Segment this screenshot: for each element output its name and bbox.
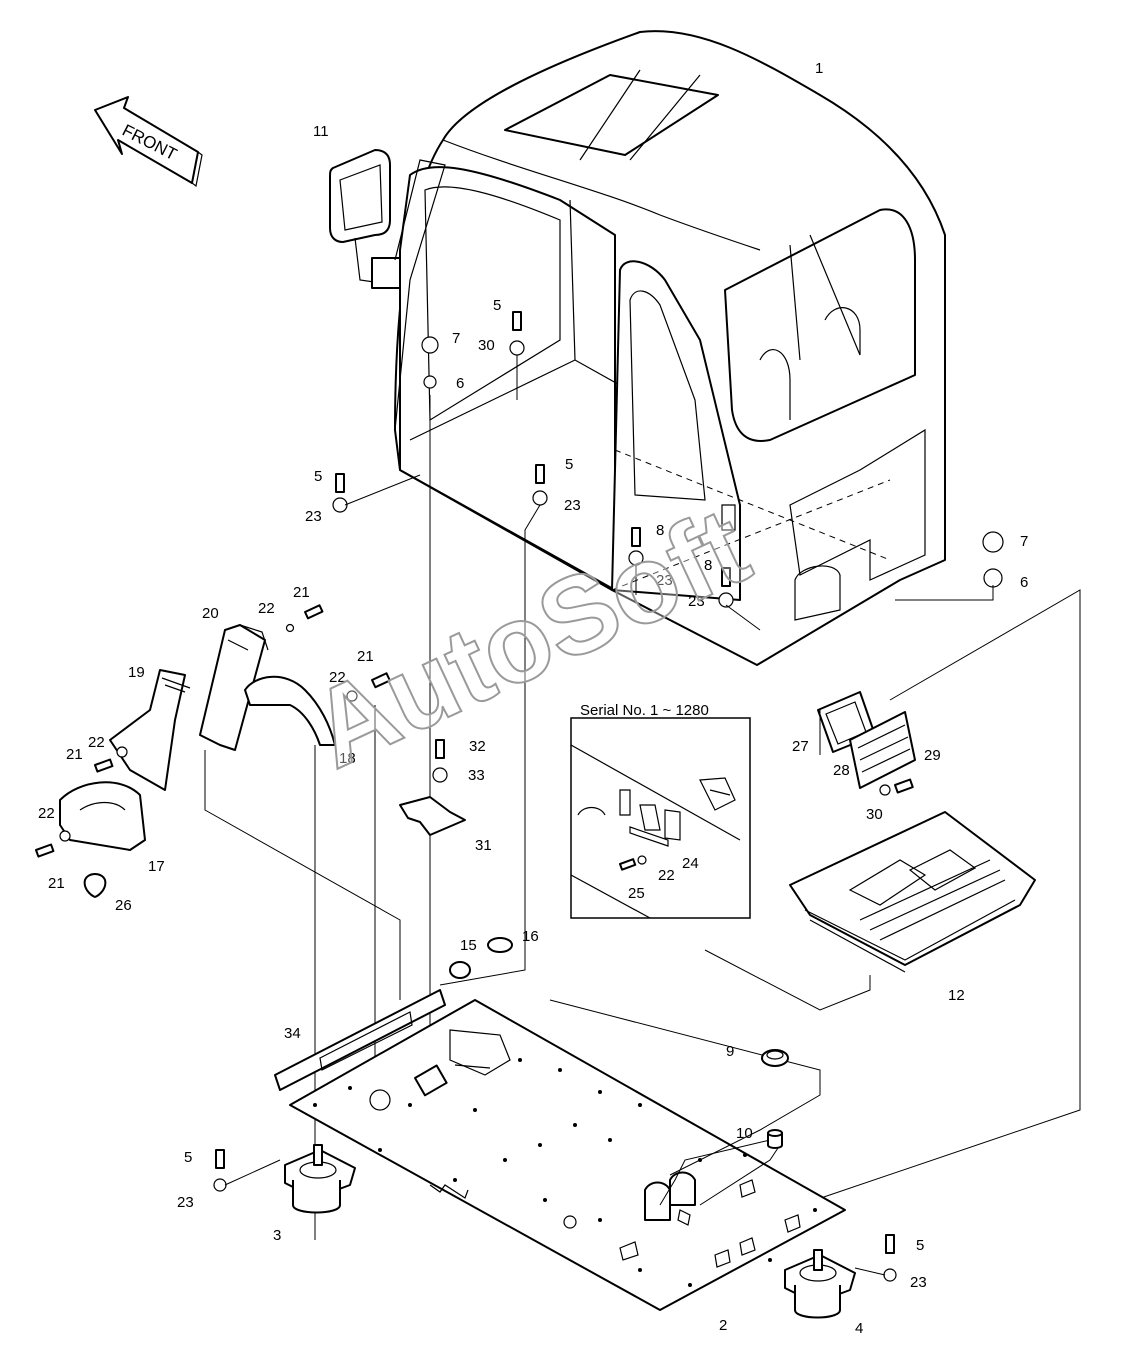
- cab-fasteners: [332, 311, 1004, 608]
- callout-11: 11: [313, 123, 329, 140]
- callout-5: 5: [565, 456, 573, 473]
- callout-5: 5: [314, 468, 322, 485]
- callout-7: 7: [452, 330, 460, 347]
- callout-19: 19: [128, 664, 145, 681]
- floor-plate: [289, 999, 846, 1311]
- callout-34: 34: [284, 1025, 301, 1042]
- callout-18: 18: [339, 750, 356, 767]
- callout-23: 23: [656, 572, 673, 589]
- floor-panel-12: [704, 811, 1036, 1011]
- plug-9-10: [761, 1049, 789, 1149]
- callout-17: 17: [148, 858, 165, 875]
- mount-3: [213, 1144, 356, 1214]
- callout-28: 28: [833, 762, 850, 779]
- callout-21: 21: [357, 648, 374, 665]
- callout-22: 22: [88, 734, 105, 751]
- inset-title: Serial No. 1 ~ 1280: [580, 702, 709, 719]
- mirror: [329, 149, 446, 431]
- callout-21: 21: [66, 746, 83, 763]
- callout-26: 26: [115, 897, 132, 914]
- cab-body: [394, 30, 946, 666]
- front-arrow: FRONT: [94, 96, 203, 188]
- callout-27: 27: [792, 738, 809, 755]
- callout-5: 5: [184, 1149, 192, 1166]
- callout-labels: 1 11 5 7 30 6 5 23 5 23 8 23 8 23 7 6 20…: [38, 60, 1028, 1337]
- floor-holes: [313, 1058, 817, 1287]
- callout-2: 2: [719, 1317, 727, 1334]
- callout-22: 22: [329, 669, 346, 686]
- callout-16: 16: [522, 928, 539, 945]
- serial-inset: Serial No. 1 ~ 1280: [570, 702, 751, 919]
- callout-30: 30: [866, 806, 883, 823]
- callout-4: 4: [855, 1320, 863, 1337]
- plate-31-group: [399, 739, 466, 836]
- callout-20: 20: [202, 605, 219, 622]
- grommets: [449, 937, 513, 979]
- callout-5: 5: [493, 297, 501, 314]
- cab-leaders: [344, 355, 1081, 1201]
- callout-31: 31: [475, 837, 492, 854]
- callout-32: 32: [469, 738, 486, 755]
- callout-21: 21: [48, 875, 65, 892]
- callout-22: 22: [258, 600, 275, 617]
- callout-10: 10: [736, 1125, 753, 1142]
- callout-25: 25: [628, 885, 645, 902]
- callout-29: 29: [924, 747, 941, 764]
- callout-23: 23: [305, 508, 322, 525]
- callout-1: 1: [815, 60, 823, 77]
- callout-6: 6: [456, 375, 464, 392]
- callout-5: 5: [916, 1237, 924, 1254]
- callout-22: 22: [658, 867, 675, 884]
- callout-23: 23: [177, 1194, 194, 1211]
- callout-7: 7: [1020, 533, 1028, 550]
- callout-33: 33: [468, 767, 485, 784]
- callout-15: 15: [460, 937, 477, 954]
- callout-12: 12: [948, 987, 965, 1004]
- callout-23: 23: [910, 1274, 927, 1291]
- callout-22: 22: [38, 805, 55, 822]
- callout-8: 8: [704, 557, 712, 574]
- callout-9: 9: [726, 1043, 734, 1060]
- callout-6: 6: [1020, 574, 1028, 591]
- callout-21: 21: [293, 584, 310, 601]
- callout-24: 24: [682, 855, 699, 872]
- callout-30: 30: [478, 337, 495, 354]
- mount-4: [784, 1234, 897, 1319]
- vent-group: [817, 691, 916, 796]
- callout-23: 23: [564, 497, 581, 514]
- callout-8: 8: [656, 522, 664, 539]
- callout-3: 3: [273, 1227, 281, 1244]
- mat-strip-34: [274, 989, 446, 1091]
- callout-23: 23: [688, 593, 705, 610]
